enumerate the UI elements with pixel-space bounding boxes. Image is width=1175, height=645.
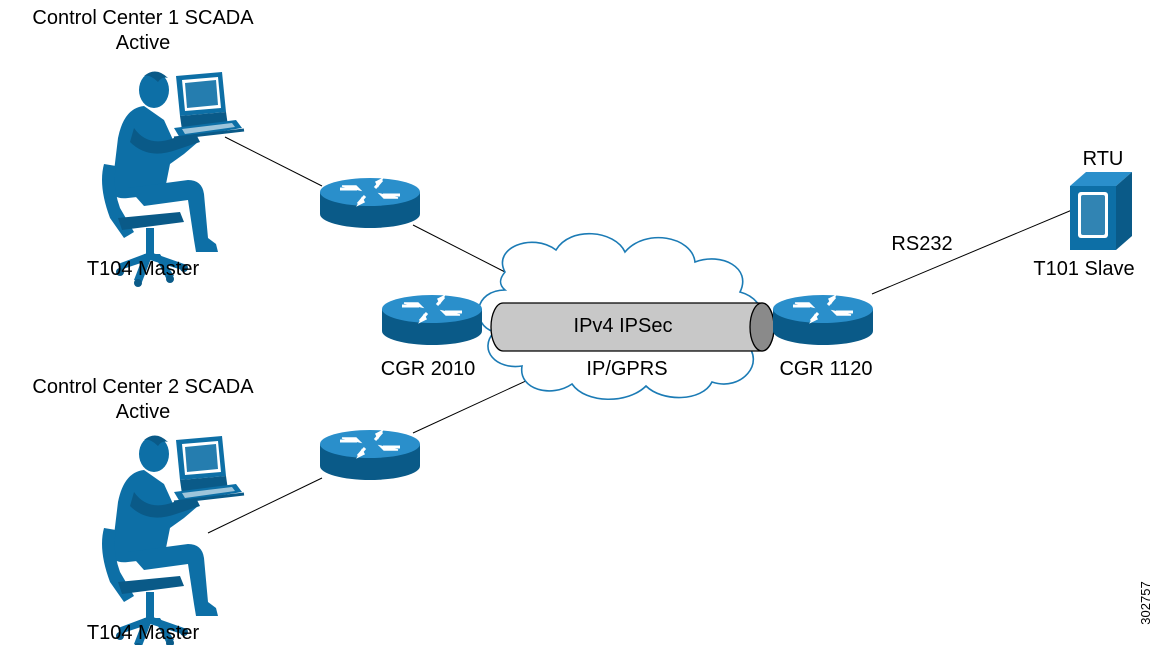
link-cc1-to-router-top <box>224 136 323 187</box>
rtu-label: RTU <box>1083 148 1124 170</box>
workstation-icon-cc1 <box>100 69 246 289</box>
cc1-title-line1: Control Center 1 SCADA <box>32 7 254 29</box>
cc1-title-line2: Active <box>116 32 170 54</box>
cc2-master-label: T104 Master <box>87 622 200 644</box>
tunnel-label: IPv4 IPSec <box>574 315 673 337</box>
cc1-master-label: T104 Master <box>87 258 200 280</box>
rtu-device-icon <box>1070 172 1132 250</box>
link-router-top-to-cloud <box>412 224 506 273</box>
workstation-icon-cc2 <box>100 433 246 645</box>
ipsec-tunnel-icon <box>490 302 775 352</box>
router-icon-bottom <box>318 428 422 482</box>
cc2-title-line2: Active <box>116 401 170 423</box>
link-cloud-to-router-bottom <box>412 379 529 434</box>
rtu-role-label: T101 Slave <box>1033 258 1134 280</box>
rs232-label: RS232 <box>891 233 952 255</box>
link-cgr1120-to-rtu <box>871 209 1073 295</box>
cgr1120-label: CGR 1120 <box>779 358 872 380</box>
cloud-label: IP/GPRS <box>586 358 667 380</box>
cgr2010-label: CGR 2010 <box>381 358 476 380</box>
figure-id: 302757 <box>1138 581 1153 624</box>
router-icon-top <box>318 176 422 230</box>
router-icon-cgr1120 <box>771 293 875 347</box>
router-icon-cgr2010 <box>380 293 484 347</box>
cc2-title-line1: Control Center 2 SCADA <box>32 376 254 398</box>
link-router-bottom-to-cc2 <box>207 477 323 534</box>
